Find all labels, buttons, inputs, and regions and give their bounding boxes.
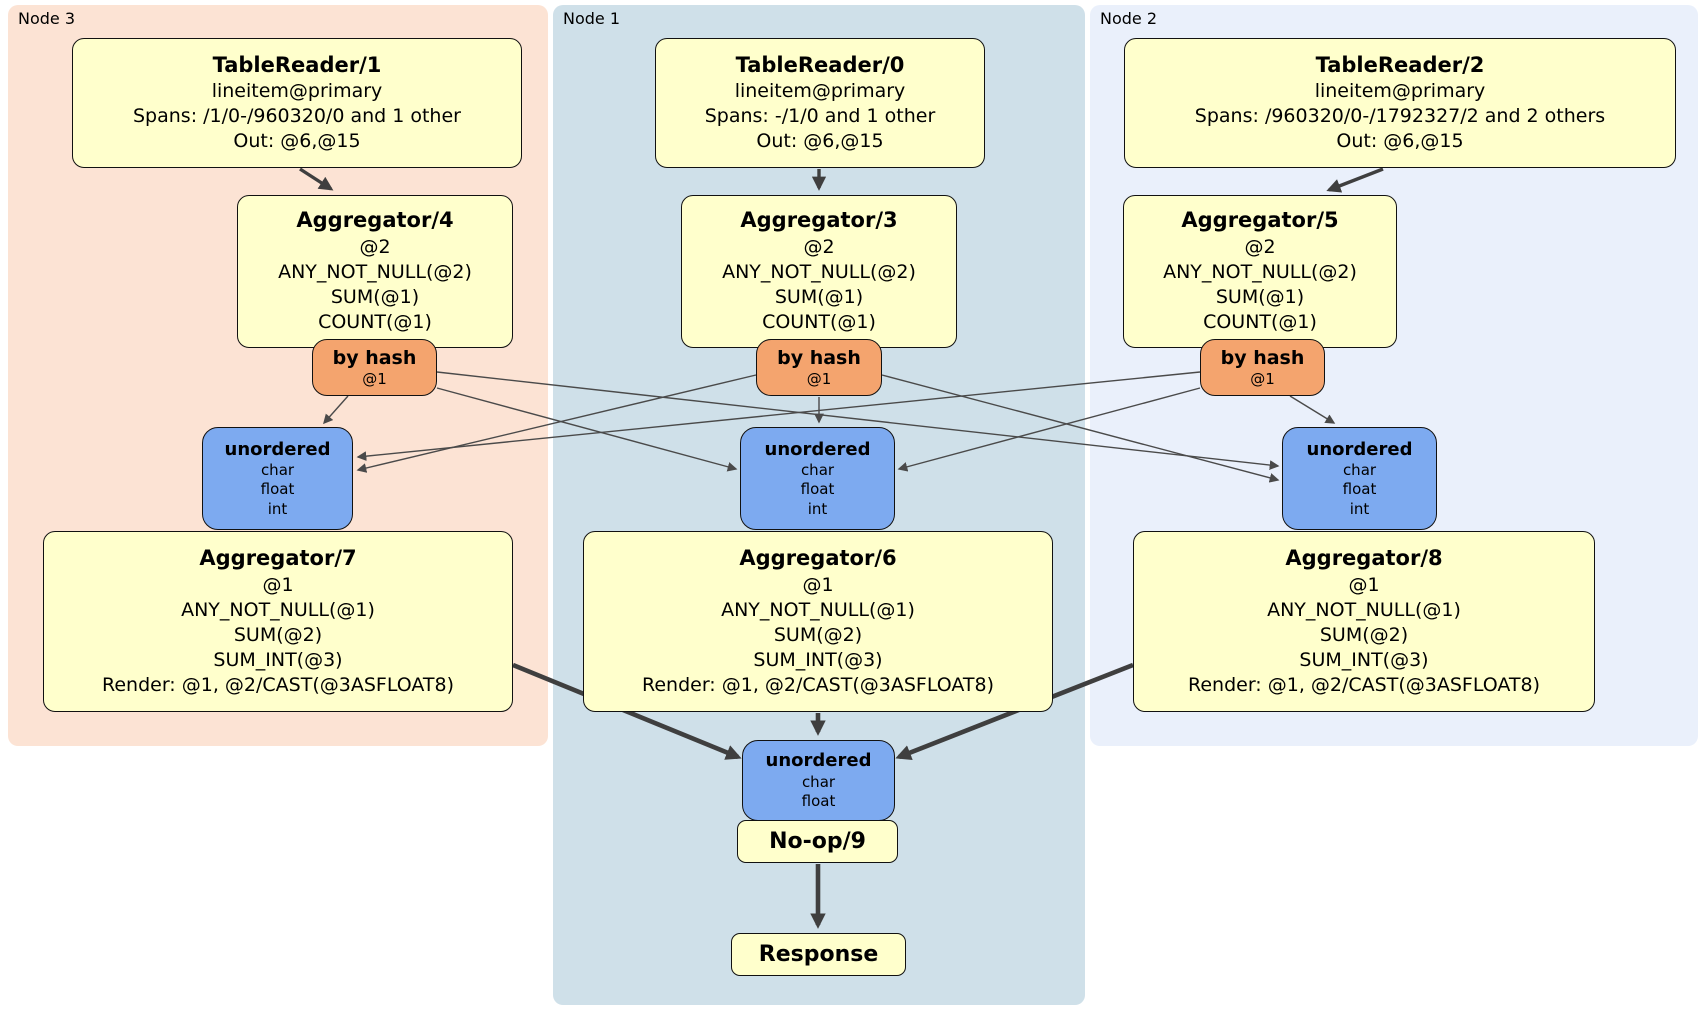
processor-title: Aggregator/5 [1181, 208, 1339, 233]
processor-detail: Render: @1, @2/CAST(@3ASFLOAT8) [102, 673, 454, 696]
sync-detail: char [260, 460, 295, 479]
sync-title: unordered [224, 438, 331, 460]
processor-detail: @2 [1244, 236, 1276, 259]
sync-detail: char [800, 460, 835, 479]
processor-detail: SUM(@1) [330, 286, 420, 309]
sync-detail: int [267, 499, 288, 518]
sync-detail: int [807, 499, 828, 518]
processor-detail: @2 [803, 236, 835, 259]
processor-detail: Render: @1, @2/CAST(@3ASFLOAT8) [1188, 673, 1540, 696]
processor-detail: @1 [802, 573, 834, 596]
processor-tablereader-0: TableReader/0 lineitem@primary Spans: -/… [655, 38, 985, 168]
router-title: by hash [332, 347, 417, 370]
node-panel-3-label: Node 3 [18, 9, 76, 28]
sync-detail: char [1342, 460, 1377, 479]
processor-tablereader-2: TableReader/2 lineitem@primary Spans: /9… [1124, 38, 1676, 168]
processor-detail: ANY_NOT_NULL(@2) [1163, 261, 1357, 284]
processor-detail: Render: @1, @2/CAST(@3ASFLOAT8) [642, 673, 994, 696]
processor-detail: lineitem@primary [734, 80, 906, 103]
processor-detail: Spans: /1/0-/960320/0 and 1 other [133, 105, 461, 128]
processor-title: TableReader/0 [735, 52, 905, 77]
response-box: Response [731, 933, 906, 976]
processor-detail: COUNT(@1) [318, 311, 432, 334]
sync-title: unordered [765, 750, 872, 772]
processor-title: TableReader/1 [212, 52, 382, 77]
router-title: by hash [777, 347, 861, 370]
sync-detail: char [801, 772, 836, 791]
processor-detail: @1 [262, 573, 294, 596]
processor-detail: lineitem@primary [1314, 80, 1486, 103]
processor-detail: Out: @6,@15 [756, 130, 884, 153]
router-detail: @1 [1250, 369, 1275, 388]
sync-title: unordered [764, 438, 871, 460]
processor-title: Aggregator/4 [296, 208, 454, 233]
processor-detail: @2 [359, 236, 391, 259]
processor-aggregator-6: Aggregator/6 @1 ANY_NOT_NULL(@1) SUM(@2)… [583, 531, 1053, 712]
processor-aggregator-3: Aggregator/3 @2 ANY_NOT_NULL(@2) SUM(@1)… [681, 195, 957, 348]
processor-title: Aggregator/6 [739, 545, 897, 570]
processor-detail: ANY_NOT_NULL(@1) [181, 598, 375, 621]
sync-detail: float [260, 480, 295, 499]
sync-unordered-node1: unordered char float int [740, 427, 895, 530]
router-detail: @1 [806, 369, 832, 388]
processor-title: Aggregator/3 [740, 208, 898, 233]
router-by-hash-node1: by hash @1 [756, 339, 882, 396]
router-by-hash-node3: by hash @1 [312, 339, 437, 396]
processor-detail: Out: @6,@15 [1336, 130, 1464, 153]
processor-detail: ANY_NOT_NULL(@1) [1267, 598, 1461, 621]
processor-tablereader-1: TableReader/1 lineitem@primary Spans: /1… [72, 38, 522, 168]
sync-unordered-node2: unordered char float int [1282, 427, 1437, 530]
processor-title: Aggregator/7 [199, 545, 357, 570]
sync-title: unordered [1306, 438, 1413, 460]
processor-detail: COUNT(@1) [1203, 311, 1317, 334]
processor-title: Aggregator/8 [1285, 545, 1443, 570]
processor-aggregator-8: Aggregator/8 @1 ANY_NOT_NULL(@1) SUM(@2)… [1133, 531, 1595, 712]
sync-unordered-final: unordered char float [742, 740, 895, 821]
processor-detail: ANY_NOT_NULL(@2) [722, 261, 916, 284]
processor-aggregator-7: Aggregator/7 @1 ANY_NOT_NULL(@1) SUM(@2)… [43, 531, 513, 712]
processor-title: TableReader/2 [1315, 52, 1485, 77]
processor-detail: COUNT(@1) [762, 311, 876, 334]
processor-detail: Spans: /960320/0-/1792327/2 and 2 others [1194, 105, 1606, 128]
processor-detail: lineitem@primary [211, 80, 383, 103]
processor-title: Response [758, 941, 879, 967]
processor-detail: SUM_INT(@3) [753, 648, 883, 671]
processor-aggregator-5: Aggregator/5 @2 ANY_NOT_NULL(@2) SUM(@1)… [1123, 195, 1397, 348]
sync-unordered-node3: unordered char float int [202, 427, 353, 530]
processor-detail: Out: @6,@15 [233, 130, 361, 153]
sync-detail: float [801, 792, 836, 811]
processor-detail: Spans: -/1/0 and 1 other [704, 105, 936, 128]
processor-detail: SUM(@1) [774, 286, 864, 309]
router-detail: @1 [362, 369, 387, 388]
processor-detail: ANY_NOT_NULL(@1) [721, 598, 915, 621]
processor-detail: SUM_INT(@3) [1299, 648, 1429, 671]
router-by-hash-node2: by hash @1 [1200, 339, 1325, 396]
sync-detail: float [800, 480, 835, 499]
sync-detail: int [1349, 499, 1370, 518]
router-title: by hash [1220, 347, 1305, 370]
processor-detail: @1 [1348, 573, 1380, 596]
sync-detail: float [1342, 480, 1377, 499]
processor-detail: SUM(@2) [233, 623, 323, 646]
processor-detail: SUM(@2) [773, 623, 863, 646]
node-panel-2-label: Node 2 [1100, 9, 1158, 28]
processor-noop-9: No-op/9 [737, 820, 898, 863]
node-panel-1-label: Node 1 [563, 9, 621, 28]
processor-detail: SUM_INT(@3) [213, 648, 343, 671]
processor-detail: ANY_NOT_NULL(@2) [278, 261, 472, 284]
processor-aggregator-4: Aggregator/4 @2 ANY_NOT_NULL(@2) SUM(@1)… [237, 195, 513, 348]
processor-title: No-op/9 [769, 828, 866, 854]
processor-detail: SUM(@1) [1215, 286, 1305, 309]
processor-detail: SUM(@2) [1319, 623, 1409, 646]
